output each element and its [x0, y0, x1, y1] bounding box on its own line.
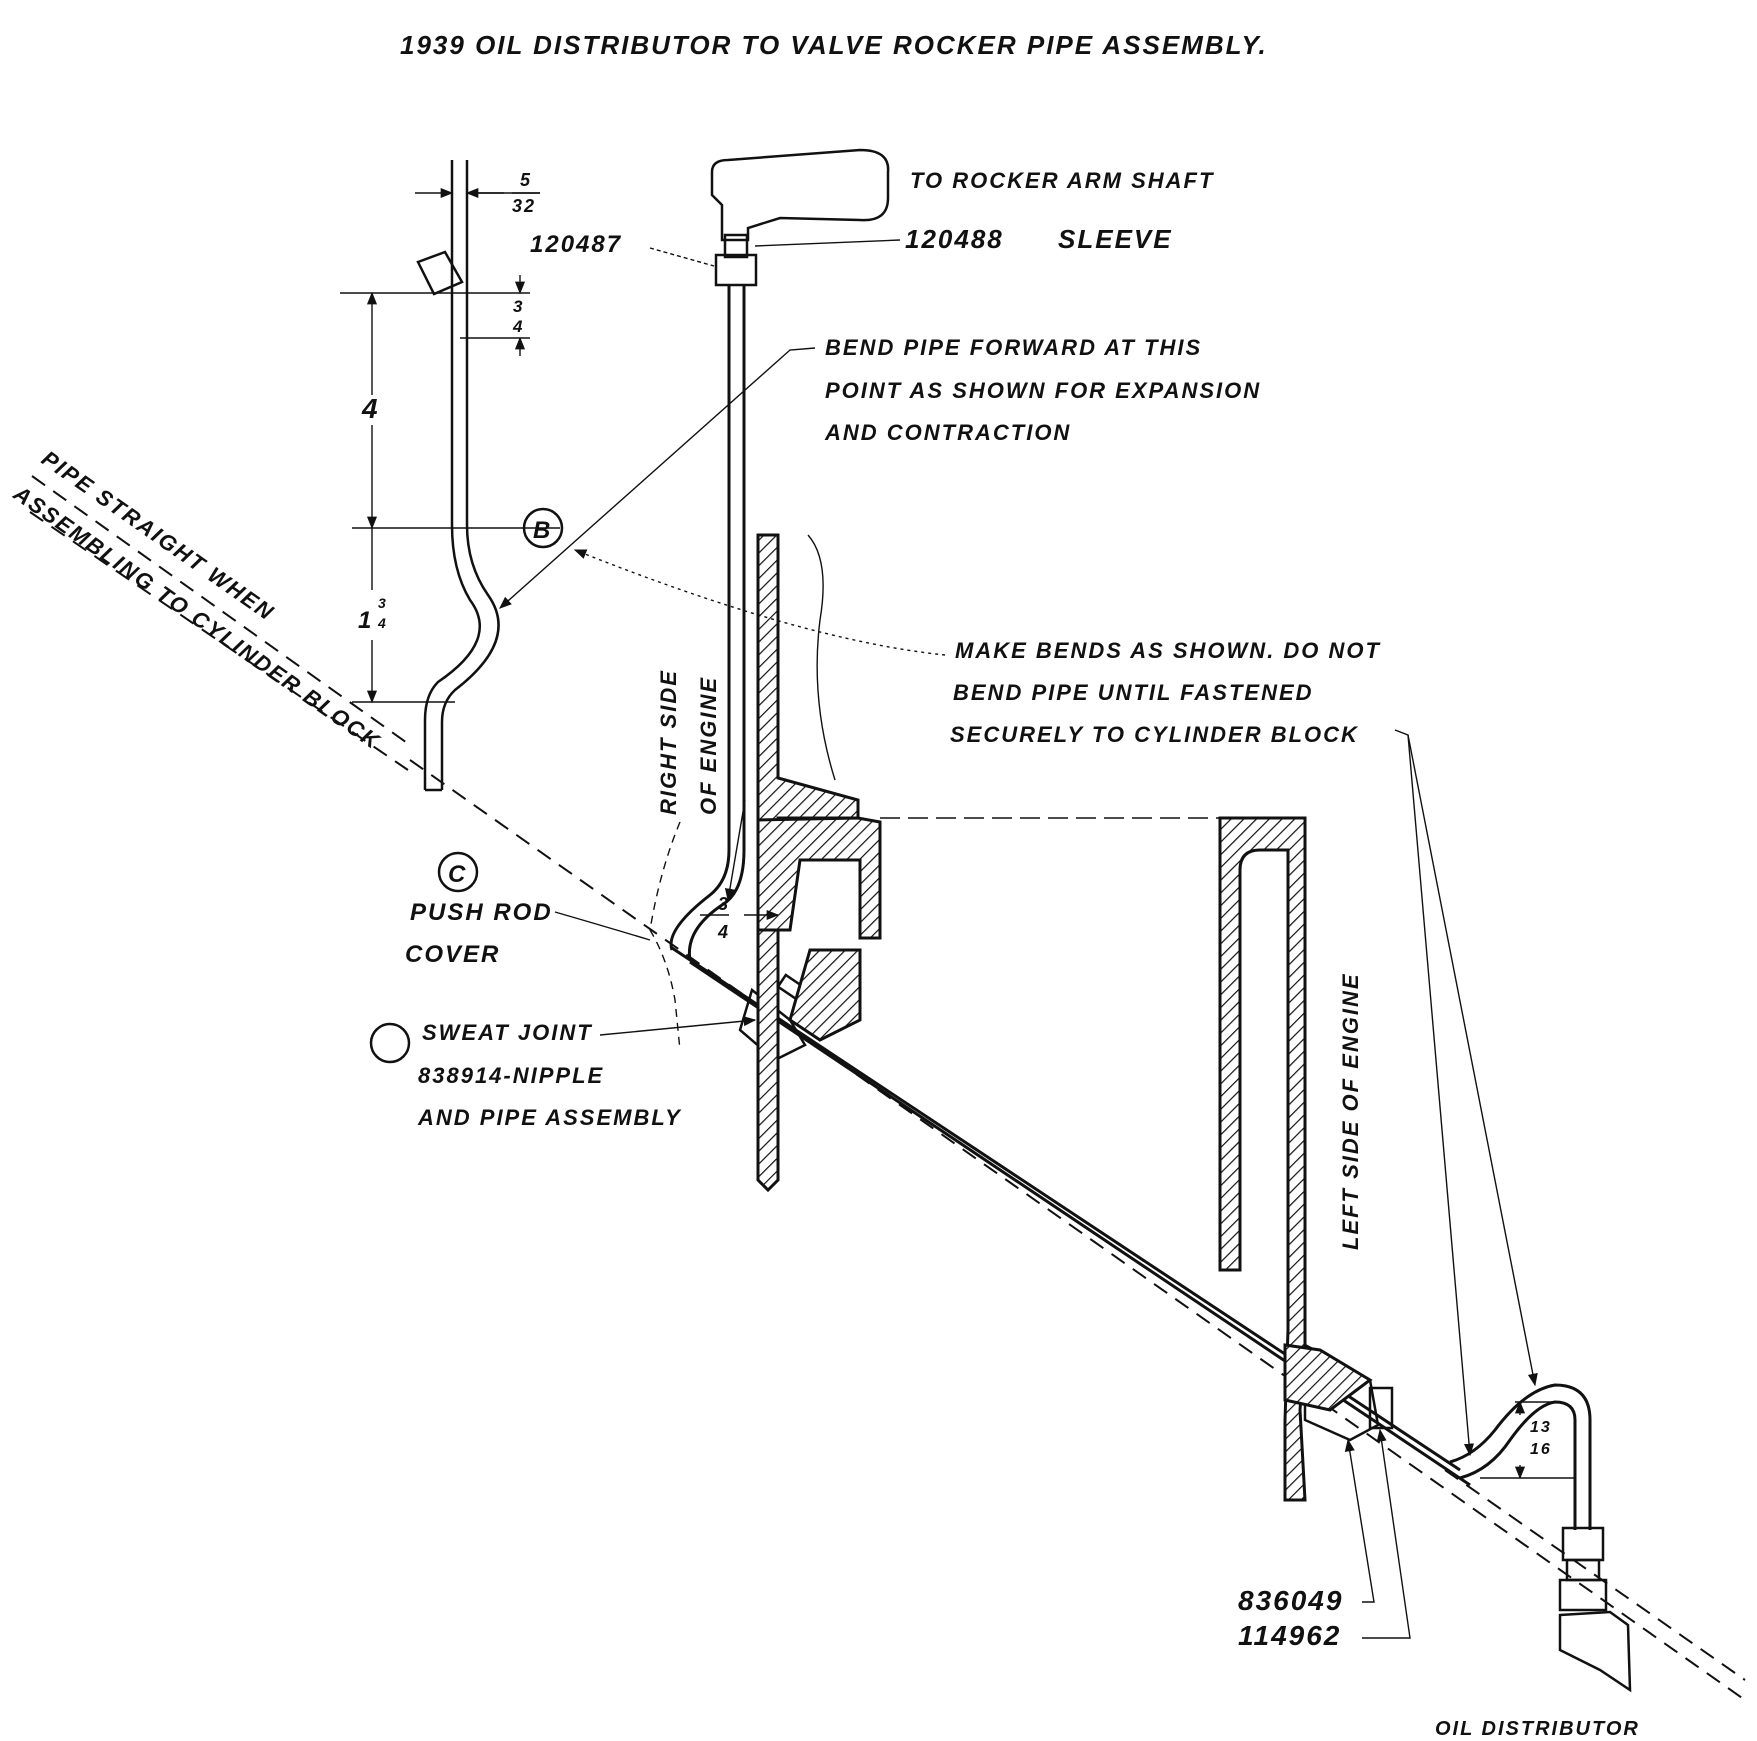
- label-bend-forward-1: BEND PIPE FORWARD AT THIS: [825, 335, 1202, 360]
- label-bend-forward-3: AND CONTRACTION: [824, 420, 1071, 445]
- label-part-114962: 114962: [1238, 1620, 1341, 1651]
- dim-loop-den: 16: [1530, 1441, 1552, 1458]
- label-bend-forward-2: POINT AS SHOWN FOR EXPANSION: [825, 378, 1261, 403]
- dim-small-den: 4: [512, 317, 524, 336]
- dim-top-den: 32: [512, 196, 536, 216]
- label-part-120487: 120487: [530, 231, 622, 258]
- push-rod-cover-outline: [649, 821, 681, 1051]
- callout-c: C: [448, 861, 467, 888]
- oil-distributor-body: [1558, 1610, 1632, 1693]
- bend-detail-view: 5 32 3 4 4 1 3 4 B: [340, 160, 564, 792]
- callout-a-circle: [369, 1022, 411, 1064]
- label-sweat-joint: SWEAT JOINT: [422, 1020, 593, 1045]
- callout-c-circle: [437, 851, 479, 893]
- label-sleeve: SLEEVE: [1058, 224, 1173, 254]
- rocker-arm-fitting: [710, 148, 890, 242]
- dim-top-num: 5: [520, 170, 532, 190]
- pipe-straight-line-2: ASSEMBLING TO CYLINDER BLOCK: [8, 480, 385, 755]
- detail-pipe-outer: [423, 160, 481, 790]
- label-part-836049: 836049: [1238, 1585, 1343, 1616]
- label-make-bends-3: SECURELY TO CYLINDER BLOCK: [950, 722, 1359, 747]
- label-push-rod-2: COVER: [405, 941, 500, 968]
- label-oil-distributor: OIL DISTRIBUTOR: [1435, 1718, 1640, 1740]
- dim-mid-num: 3: [378, 595, 388, 611]
- dim-side-num: 3: [718, 894, 730, 914]
- pipe-centerline: [409, 759, 1746, 1701]
- label-part-120488: 120488: [905, 224, 1004, 254]
- label-right-side-2: OF ENGINE: [696, 676, 721, 815]
- label-nipple: 838914-NIPPLE: [418, 1063, 604, 1088]
- left-side-engine-wall: [1218, 816, 1373, 1502]
- label-make-bends-1: MAKE BENDS AS SHOWN. DO NOT: [955, 638, 1381, 663]
- dim-mid-den: 4: [377, 615, 388, 631]
- dim-mid-whole: 1: [358, 607, 373, 634]
- detail-pipe-inner: [440, 160, 500, 790]
- pipe-straight-note: PIPE STRAIGHT WHEN ASSEMBLING TO CYLINDE…: [8, 446, 411, 771]
- label-make-bends-2: BEND PIPE UNTIL FASTENED: [953, 680, 1314, 705]
- callout-b-circle: [522, 507, 564, 549]
- label-right-side-1: RIGHT SIDE: [656, 669, 681, 815]
- dim-side-den: 4: [717, 922, 730, 942]
- detail-fitting: [416, 250, 464, 296]
- nut-120487: [714, 253, 758, 287]
- sweat-joint-nipple: [738, 987, 807, 1062]
- right-side-engine-wall: [756, 533, 1300, 1193]
- diagram-title: 1939 OIL DISTRIBUTOR TO VALVE ROCKER PIP…: [400, 30, 1268, 60]
- dim-long: 4: [361, 393, 380, 424]
- label-pipe-assembly: AND PIPE ASSEMBLY: [417, 1105, 682, 1130]
- dim-loop-num: 13: [1530, 1419, 1552, 1436]
- dim-small-num: 3: [513, 297, 524, 316]
- callout-b: B: [533, 517, 552, 544]
- label-push-rod-1: PUSH ROD: [410, 899, 553, 926]
- label-rocker-arm-shaft: TO ROCKER ARM SHAFT: [910, 168, 1214, 193]
- label-left-side: LEFT SIDE OF ENGINE: [1338, 972, 1363, 1250]
- callout-a: A: [380, 1031, 397, 1058]
